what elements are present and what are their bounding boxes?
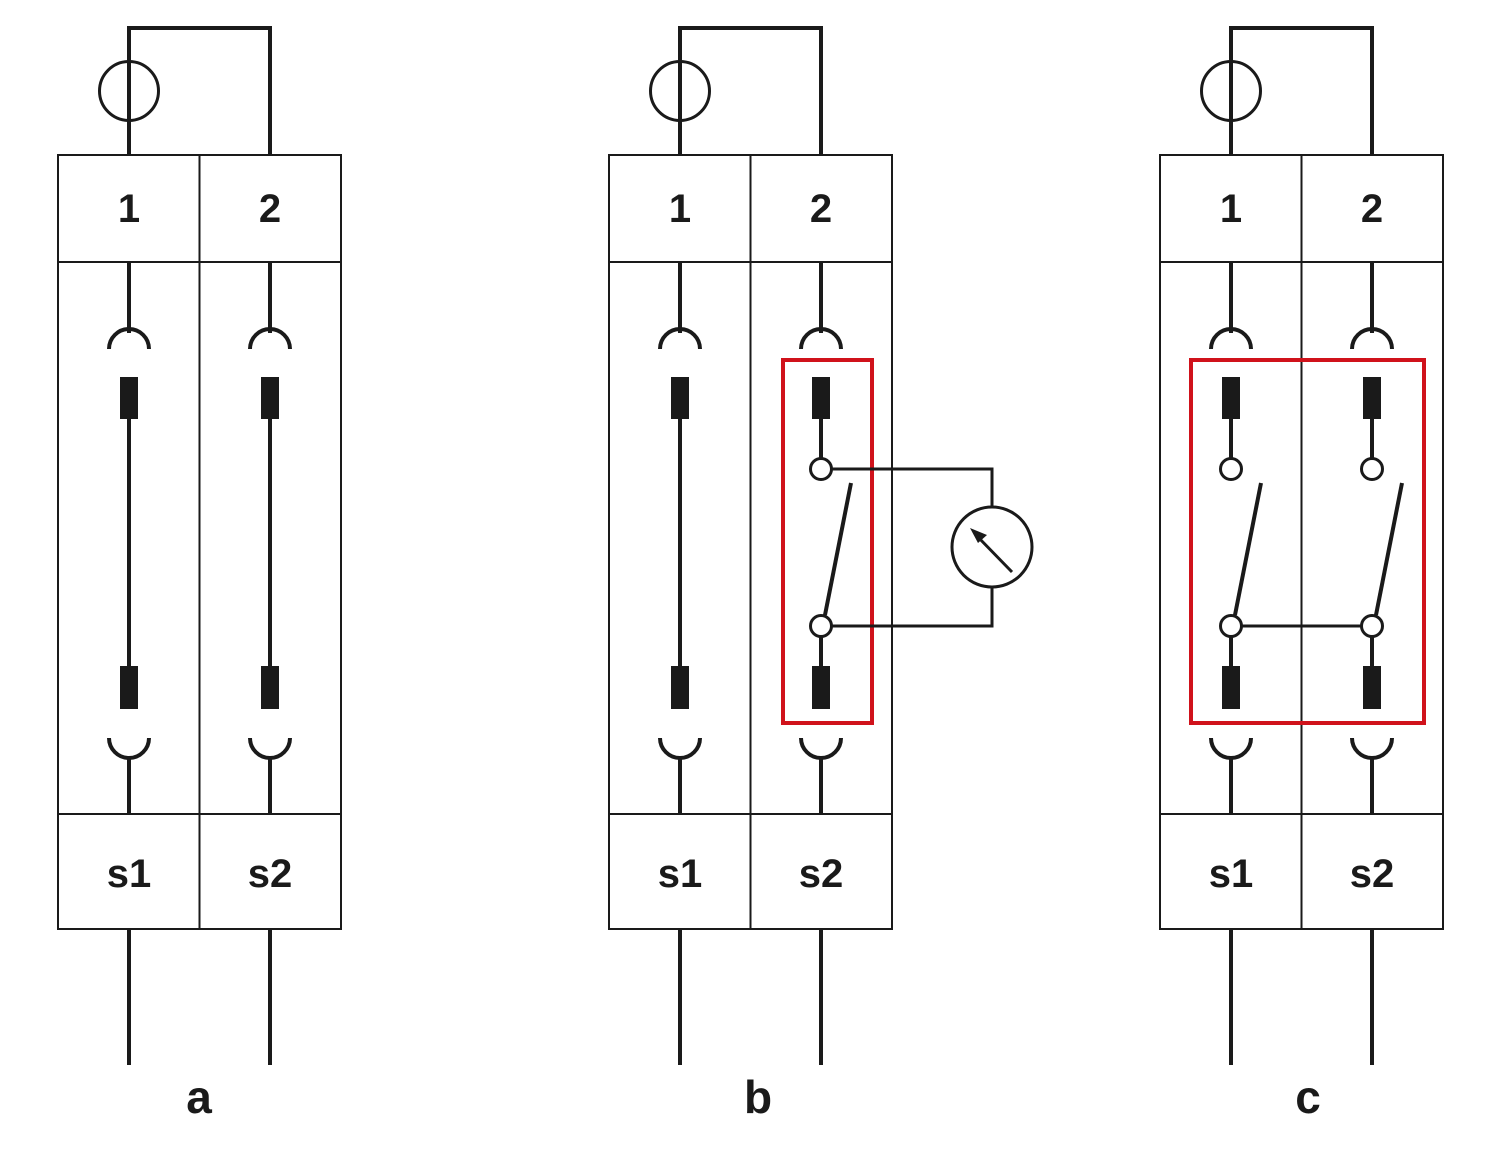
socket-cup-icon (799, 737, 843, 760)
terminal-label-2: 2 (1361, 187, 1383, 231)
terminal-label-1: 1 (118, 187, 140, 231)
terminal-label-s2: s2 (1350, 852, 1395, 896)
panel-a: 1 2 s1 s2 a (57, 26, 342, 1123)
contact-block-icon (261, 377, 279, 419)
socket-cup-icon (658, 737, 702, 760)
socket-cup-icon (1350, 327, 1394, 350)
socket-cup-icon (248, 327, 292, 350)
contact-block-icon (671, 377, 689, 419)
contact-block-icon (1363, 666, 1381, 709)
contact-block-icon (261, 666, 279, 709)
meter-needle (974, 533, 1014, 574)
meter-dial-icon (950, 505, 1034, 589)
socket-cup-icon (107, 737, 151, 760)
meter-wire-bottom (831, 588, 994, 628)
contact-block-icon (812, 377, 830, 419)
test-point-icon (1360, 614, 1384, 638)
source-circle-icon (98, 60, 160, 122)
socket-cup-icon (799, 327, 843, 350)
contact-block-icon (120, 377, 138, 419)
socket-cup-icon (1209, 737, 1253, 760)
terminal-label-1: 1 (1220, 187, 1242, 231)
meter-needle-arrow (970, 528, 987, 543)
contact-block-icon (671, 666, 689, 709)
test-point-icon (809, 614, 833, 638)
socket-cup-icon (248, 737, 292, 760)
terminal-label-s1: s1 (658, 852, 703, 896)
terminal-label-2: 2 (810, 187, 832, 231)
panel-b: 1 2 s1 s2 b (608, 26, 1034, 1123)
test-point-icon (1360, 457, 1384, 481)
panel-caption: c (1295, 1071, 1321, 1123)
terminal-label-s1: s1 (1209, 852, 1254, 896)
contact-block-icon (1222, 666, 1240, 709)
terminal-label-2: 2 (259, 187, 281, 231)
supply-loop-wire (127, 26, 272, 155)
terminal-label-s2: s2 (799, 852, 844, 896)
contact-block-icon (120, 666, 138, 709)
contact-block-icon (812, 666, 830, 709)
socket-cup-icon (107, 327, 151, 350)
highlight-box (1189, 358, 1426, 725)
supply-loop-wire (1229, 26, 1374, 155)
socket-cup-icon (658, 327, 702, 350)
highlight-box (781, 358, 874, 725)
contact-block-icon (1363, 377, 1381, 419)
panel-c: 1 2 s1 s2 c (1159, 26, 1444, 1123)
meter-wire-top (831, 467, 994, 507)
switch-blade-icon (1374, 482, 1404, 616)
panel-caption: b (744, 1071, 772, 1123)
contact-block-icon (1222, 377, 1240, 419)
panel-caption: a (186, 1071, 212, 1123)
test-point-icon (1219, 457, 1243, 481)
socket-cup-icon (1350, 737, 1394, 760)
test-point-icon (1219, 614, 1243, 638)
source-circle-icon (1200, 60, 1262, 122)
terminal-label-s1: s1 (107, 852, 152, 896)
source-circle-icon (649, 60, 711, 122)
supply-loop-wire (678, 26, 823, 155)
switch-blade-icon (1233, 482, 1263, 616)
test-point-icon (809, 457, 833, 481)
terminal-label-s2: s2 (248, 852, 293, 896)
switch-blade-icon (823, 482, 853, 616)
terminal-label-1: 1 (669, 187, 691, 231)
socket-cup-icon (1209, 327, 1253, 350)
